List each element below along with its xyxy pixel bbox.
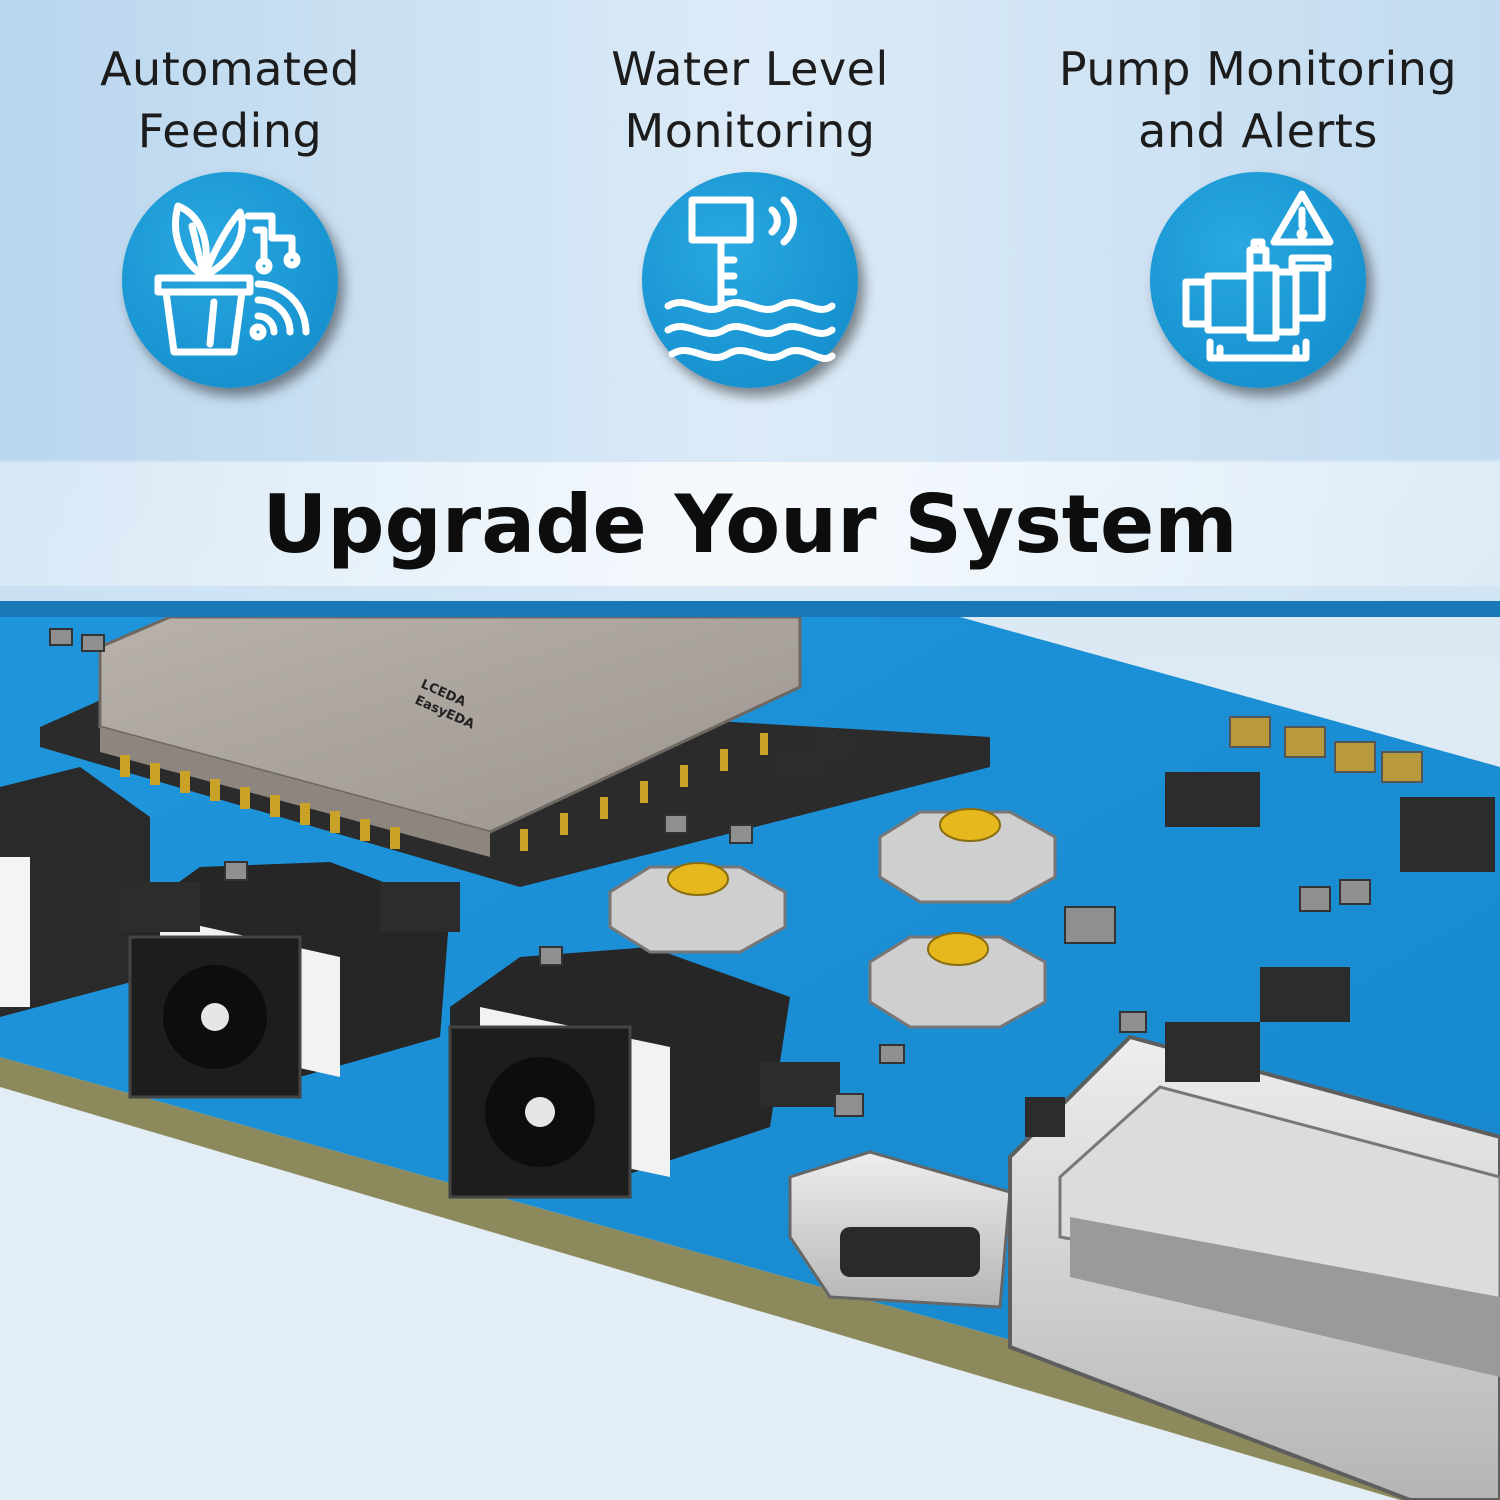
feature-pump-monitoring: Pump Monitoring and Alerts	[1038, 38, 1478, 162]
usb-a-connector	[1008, 1034, 1500, 1500]
tactile-button-3	[868, 932, 1047, 1029]
smd-components	[120, 729, 1495, 1137]
feature-title: Water Level Monitoring	[611, 42, 889, 158]
dc-jack-right	[448, 947, 790, 1199]
pcb-render: LCEDA EasyEDA	[0, 617, 1500, 1500]
feature-title: Pump Monitoring and Alerts	[1058, 42, 1458, 158]
features-section: Automated Feeding Water	[0, 0, 1500, 460]
smd-passives	[49, 628, 1371, 1117]
micro-usb-connector	[788, 1150, 1012, 1309]
tactile-button-1	[608, 862, 787, 954]
smd-capacitors	[1229, 716, 1423, 783]
plant-pot-icon	[122, 172, 338, 388]
module-pins	[120, 733, 768, 851]
feature-water-level-monitoring: Water Level Monitoring	[530, 38, 970, 162]
pcb-illustration: LCEDA EasyEDA	[0, 617, 1500, 1500]
dc-jack-left	[0, 767, 150, 1017]
headline-banner	[0, 462, 1500, 586]
feature-title: Automated Feeding	[100, 42, 360, 158]
pump-alert-icon	[1150, 172, 1366, 388]
headline: Upgrade Your System	[262, 478, 1238, 571]
dc-jack-middle	[128, 862, 450, 1099]
feature-automated-feeding: Automated Feeding	[10, 38, 450, 162]
divider-rule	[0, 601, 1500, 617]
water-level-sensor-icon	[642, 172, 858, 388]
esp-module-side	[100, 727, 490, 857]
tactile-button-2	[878, 808, 1057, 904]
